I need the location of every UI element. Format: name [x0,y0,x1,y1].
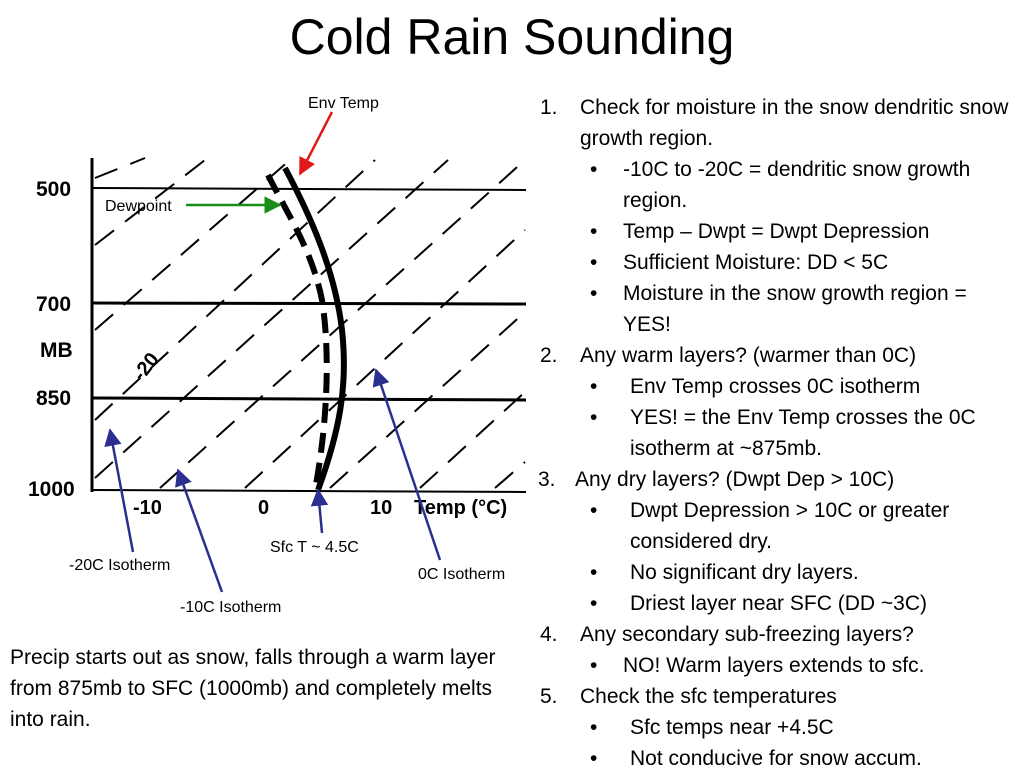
bullet-marker: • [590,251,598,274]
pressure-label-850: 850 [36,387,71,410]
pressure-label-700: 700 [36,293,71,316]
env-temp-label: Env Temp [308,95,379,112]
sfc-t-label: Sfc T ~ 4.5C [270,539,359,556]
step-text: Any secondary sub-freezing layers? [580,623,914,646]
bullet-marker: • [590,561,598,584]
iso-minus10-label: -10C Isotherm [180,599,281,616]
step-1: 1. Check for moisture in the snow dendri… [530,92,1020,154]
bullet-text: -10C to -20C = dendritic snow growth reg… [623,158,971,212]
isotherm-label-minus20: -20 [129,349,164,385]
step-text: Any dry layers? (Dwpt Dep > 10C) [575,468,895,491]
bullet-marker: • [590,220,598,243]
bullet-marker: • [590,282,598,305]
bullet-marker: • [590,654,598,677]
summary-paragraph: Precip starts out as snow, falls through… [10,646,496,731]
step-4: 4. Any secondary sub-freezing layers? [530,619,1020,650]
bullet-marker: • [590,592,598,615]
iso-minus20-label: -20C Isotherm [69,557,170,574]
pressure-label-500: 500 [36,178,71,201]
pressure-unit-label: MB [40,339,73,362]
dewpoint-label: Dewpoint [105,198,172,215]
temp-tick-10: 10 [370,497,392,519]
bullet-text: NO! Warm layers extends to sfc. [623,654,925,677]
pressure-label-1000: 1000 [28,478,75,501]
bullet-text: Dwpt Depression > 10C or greater conside… [630,499,950,553]
temp-axis-label: Temp (°C) [414,497,507,519]
step-1-bullet: • Moisture in the snow growth region = Y… [530,278,1020,340]
step-number: 1. [540,96,558,119]
step-1-bullet: • Temp – Dwpt = Dwpt Depression [530,216,1020,247]
step-3-bullet: • No significant dry layers. [530,557,1020,588]
bullet-marker: • [590,158,598,181]
bullet-text: Moisture in the snow growth region = YES… [623,282,967,336]
step-text: Check the sfc temperatures [580,685,837,708]
checklist: 1. Check for moisture in the snow dendri… [530,92,1020,774]
env-temp-profile [282,166,347,492]
step-1-bullet: • -10C to -20C = dendritic snow growth r… [530,154,1020,216]
step-1-bullet: • Sufficient Moisture: DD < 5C [530,247,1020,278]
env-temp-arrow [298,111,334,176]
bullet-text: Sfc temps near +4.5C [630,716,834,739]
step-2-bullet: • Env Temp crosses 0C isotherm [530,371,1020,402]
step-number: 2. [540,344,558,367]
sfc-t-arrow [310,488,329,534]
temp-tick-0: 0 [258,497,269,519]
step-2-bullet: • YES! = the Env Temp crosses the 0C iso… [530,402,1020,464]
step-5-bullet: • Not conducive for snow accum. [530,743,1020,774]
bullet-marker: • [590,375,598,398]
bullet-marker: • [590,499,598,522]
iso-minus20-arrow [104,428,135,553]
bullet-text: No significant dry layers. [630,561,859,584]
isobar-lines [91,187,527,493]
bullet-marker: • [590,747,598,770]
step-5: 5. Check the sfc temperatures [530,681,1020,712]
iso-zero-arrow [372,368,442,561]
step-3-bullet: • Driest layer near SFC (DD ~3C) [530,588,1020,619]
bullet-marker: • [590,406,598,429]
iso-minus10-arrow [175,468,224,593]
bullet-text: Not conducive for snow accum. [630,747,922,770]
temp-tick-minus10: -10 [133,497,162,519]
step-3-bullet: • Dwpt Depression > 10C or greater consi… [530,495,1020,557]
step-number: 5. [540,685,558,708]
bullet-text: Env Temp crosses 0C isotherm [630,375,921,398]
step-4-bullet: • NO! Warm layers extends to sfc. [530,650,1020,681]
step-text: Check for moisture in the snow dendritic… [580,96,1009,150]
bullet-text: Temp – Dwpt = Dwpt Depression [623,220,930,243]
step-5-bullet: • Sfc temps near +4.5C [530,712,1020,743]
dewpoint-profile [265,173,330,491]
step-number: 3. [538,468,556,491]
step-number: 4. [540,623,558,646]
bullet-marker: • [590,716,598,739]
step-2: 2. Any warm layers? (warmer than 0C) [530,340,1020,371]
slide-title: Cold Rain Sounding [289,9,735,65]
bullet-text: Driest layer near SFC (DD ~3C) [630,592,927,615]
step-text: Any warm layers? (warmer than 0C) [580,344,917,367]
bullet-text: Sufficient Moisture: DD < 5C [623,251,889,274]
bullet-text: YES! = the Env Temp crosses the 0C isoth… [630,406,976,460]
step-3: 3. Any dry layers? (Dwpt Dep > 10C) [530,464,1020,495]
iso-zero-label: 0C Isotherm [418,566,505,583]
